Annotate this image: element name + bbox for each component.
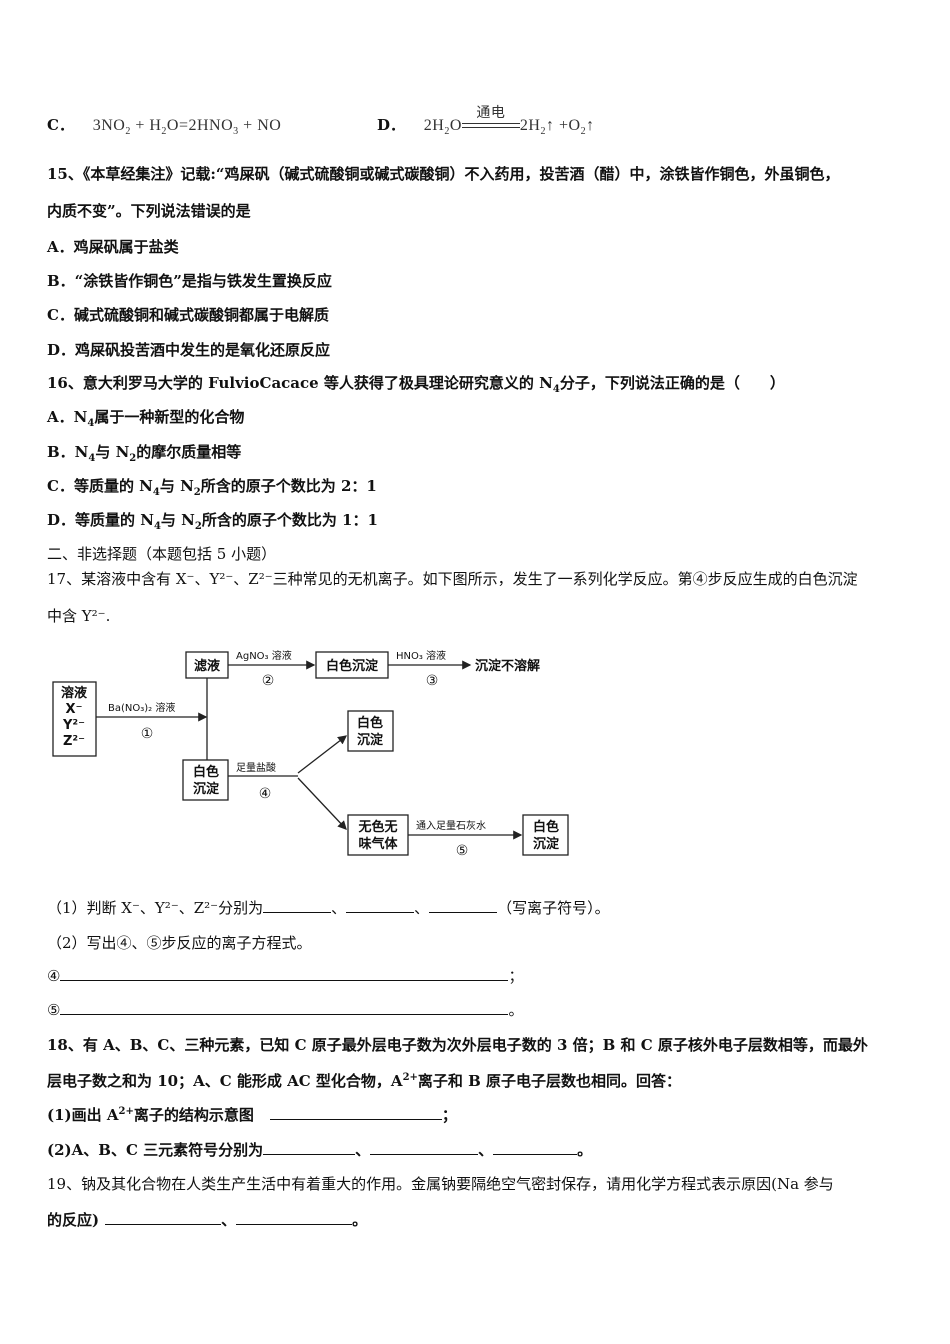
q16-option-c: C．等质量的 N4与 N2所含的原子个数比为 2：1 (47, 477, 377, 498)
reagent4-label: 足量盐酸 (236, 761, 276, 774)
q17-eq4: ④； (47, 966, 524, 985)
ion-y: Y²⁻ (62, 718, 85, 733)
step1-marker: ① (141, 726, 154, 742)
q15-option-d: D．鸡屎矾投苦酒中发生的是氧化还原反应 (47, 341, 331, 359)
arrow-step4-up (297, 735, 348, 774)
solution-label: 溶液 (61, 685, 87, 701)
gas-line2: 味气体 (358, 836, 398, 852)
step4-marker: ④ (259, 786, 272, 802)
answer-blank-na2[interactable] (236, 1210, 353, 1225)
q17-eq5: ⑤。 (47, 1000, 524, 1019)
ion-x: X⁻ (66, 702, 83, 717)
arrow-step4-down (297, 777, 347, 830)
q19-stem-line2: 的反应)、。 (47, 1210, 368, 1229)
q15-option-a: A．鸡屎矾属于盐类 (47, 238, 179, 256)
q18-sub1: (1)画出 A2+离子的结构示意图； (47, 1105, 457, 1124)
q14-option-c: C． 3NO2 + H2O=2HNO3 + NO (47, 114, 281, 137)
q18-stem-line1: 18、有 A、B、C、三种元素，已知 C 原子最外层电子数为次外层电子数的 3 … (47, 1036, 868, 1054)
answer-blank-na1[interactable] (105, 1210, 222, 1225)
gas-line1: 无色无 (357, 819, 397, 835)
q16-option-a: A．N4属于一种新型的化合物 (47, 408, 245, 429)
solution-box (52, 681, 97, 757)
step3-marker: ③ (426, 673, 439, 689)
q15-option-c: C．碱式硫酸铜和碱式碳酸铜都属于电解质 (47, 306, 329, 324)
white-ppt4-line2: 沉淀 (533, 836, 560, 852)
q17-stem-line1: 17、某溶液中含有 X⁻、Y²⁻、Z²⁻三种常见的无机离子。如下图所示，发生了一… (47, 570, 858, 588)
reagent2-label: AgNO₃ 溶液 (236, 649, 292, 662)
condition-label: 通电 (476, 106, 506, 122)
q16-option-b: B．N4与 N2的摩尔质量相等 (47, 443, 242, 464)
white-ppt4-line1: 白色 (533, 819, 559, 835)
q17-sub1: （1）判断 X⁻、Y²⁻、Z²⁻分别为、、（写离子符号）。 (47, 898, 610, 917)
q17-sub2: （2）写出④、⑤步反应的离子方程式。 (47, 934, 312, 952)
reaction-flow-diagram: 溶液 X⁻ Y²⁻ Z²⁻ 滤液 白色沉淀 沉淀不溶解 白色 沉淀 白色 沉淀 … (52, 649, 569, 859)
q19-stem-line1: 19、钠及其化合物在人类生产生活中有着重大的作用。金属钠要隔绝空气密封保存，请用… (47, 1175, 834, 1193)
formula-c: 3NO2 + H2O=2HNO3 + NO (92, 117, 282, 138)
q16-option-d: D．等质量的 N4与 N2所含的原子个数比为 1：1 (47, 511, 378, 532)
q18-stem-line2: 层电子数之和为 10；A、C 能形成 AC 型化合物，A2+离子和 B 原子电子… (47, 1072, 682, 1090)
white-ppt2-line2: 沉淀 (193, 781, 220, 797)
section-heading: 二、非选择题（本题包括 5 小题） (47, 545, 277, 563)
white-ppt4-box (522, 814, 569, 856)
reagent3-label: HNO₃ 溶液 (396, 649, 446, 662)
white-ppt-label: 白色沉淀 (326, 658, 379, 674)
answer-blank-b[interactable] (370, 1140, 479, 1155)
q16-stem: 16、意大利罗马大学的 FulvioCacace 等人获得了极具理论研究意义的 … (47, 374, 785, 395)
white-ppt2-box (182, 759, 229, 801)
answer-blank-eq4[interactable] (60, 966, 509, 981)
white-ppt2-line1: 白色 (193, 764, 219, 780)
answer-blank-eq5[interactable] (60, 1000, 509, 1015)
step2-marker: ② (262, 673, 275, 689)
q15-stem-line1: 15、《本草经集注》记载:“鸡屎矾（碱式硫酸铜或碱式碳酸铜）不入药用，投苦酒（醋… (47, 165, 840, 183)
reagent1-label: Ba(NO₃)₂ 溶液 (108, 701, 175, 714)
step5-marker: ⑤ (456, 843, 469, 859)
option-label: C． (47, 116, 74, 134)
q15-option-b: B．“涂铁皆作铜色”是指与铁发生置换反应 (47, 272, 332, 290)
option-label: D． (377, 116, 406, 134)
white-ppt3-line2: 沉淀 (357, 732, 384, 748)
filtrate-label: 滤液 (194, 658, 220, 674)
answer-blank-c[interactable] (493, 1140, 578, 1155)
reagent5-label: 通入足量石灰水 (416, 819, 486, 832)
q15-stem-line2: 内质不变”。下列说法错误的是 (47, 202, 251, 220)
white-ppt3-box (347, 710, 394, 752)
answer-blank-a[interactable] (263, 1140, 356, 1155)
answer-blank-structure[interactable] (269, 1105, 442, 1120)
answer-blank-y[interactable] (346, 898, 415, 913)
q18-sub2: (2)A、B、C 三元素符号分别为、、。 (47, 1140, 593, 1159)
q17-stem-line2: 中含 Y²⁻. (47, 607, 111, 625)
not-dissolve-label: 沉淀不溶解 (475, 658, 540, 674)
electrolysis-sign: 通电 (461, 106, 520, 134)
ion-z: Z²⁻ (63, 734, 85, 749)
white-ppt3-line1: 白色 (357, 715, 383, 731)
answer-blank-z[interactable] (429, 898, 498, 913)
answer-blank-x[interactable] (263, 898, 332, 913)
